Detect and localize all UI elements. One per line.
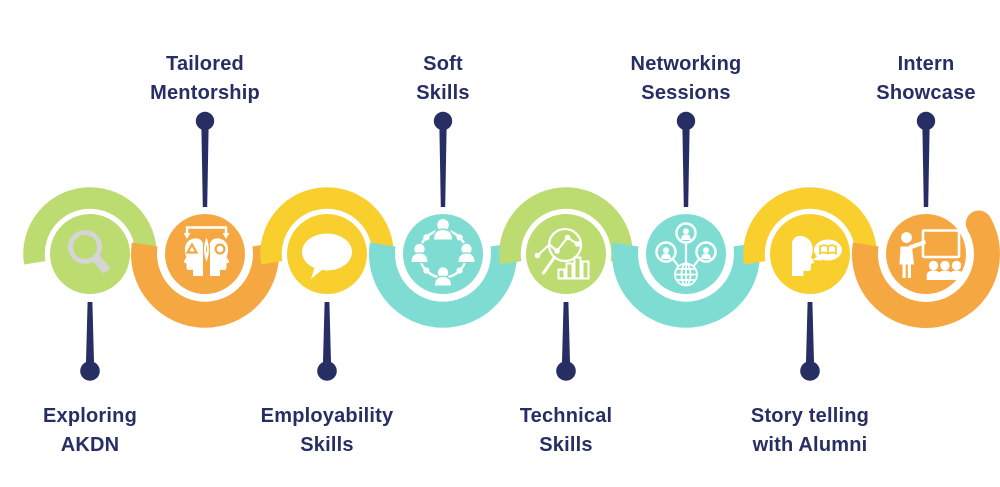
step-circle-employability-skills (287, 214, 367, 294)
magnifier-icon (68, 230, 111, 274)
step-label: Story telling with Alumni (750, 405, 870, 456)
step-circle-exploring-akdn (50, 214, 130, 294)
ribbon-arc (131, 242, 279, 328)
ribbon-end-cap (965, 210, 992, 237)
step-label: Intern Showcase (876, 53, 976, 104)
step-label: Networking Sessions (630, 53, 742, 104)
step-label: Soft Skills (416, 53, 470, 104)
chart-magnifier-icon (534, 227, 590, 280)
pin-connector (676, 111, 696, 207)
step-label: Employability Skills (260, 405, 394, 456)
ribbon-arc (743, 187, 877, 265)
step-circle-soft-skills (403, 214, 483, 294)
step-circle-networking-sessions (646, 214, 726, 294)
step-circle-storytelling-alumni (770, 214, 850, 294)
pin-connector (317, 302, 337, 381)
mentorship-heads-icon (183, 226, 230, 276)
ribbon-arc (23, 187, 157, 265)
ribbon-arc (499, 187, 633, 265)
step-circle-tailored-mentorship (165, 214, 245, 294)
pin-connector (800, 302, 820, 381)
step-label: Technical Skills (519, 405, 613, 456)
pin-connector (916, 111, 936, 207)
ribbon-arc (369, 242, 517, 328)
speech-bubble-icon (302, 233, 352, 279)
ribbon-arc (852, 217, 1000, 328)
pin-connector (195, 111, 215, 207)
step-label: Exploring AKDN (42, 405, 138, 456)
pin-connector (433, 111, 453, 207)
people-globe-icon (655, 222, 717, 287)
pin-connector (556, 302, 576, 381)
ribbon-arc (612, 242, 760, 328)
step-circle-intern-showcase (886, 214, 966, 294)
ribbon-arc (260, 187, 394, 265)
presenter-board-icon (899, 229, 964, 280)
step-circle-technical-skills (526, 214, 606, 294)
storytelling-head-icon (792, 235, 842, 276)
people-circle-icon (410, 217, 476, 287)
pin-connector (80, 302, 100, 381)
step-label: Tailored Mentorship (150, 53, 260, 104)
